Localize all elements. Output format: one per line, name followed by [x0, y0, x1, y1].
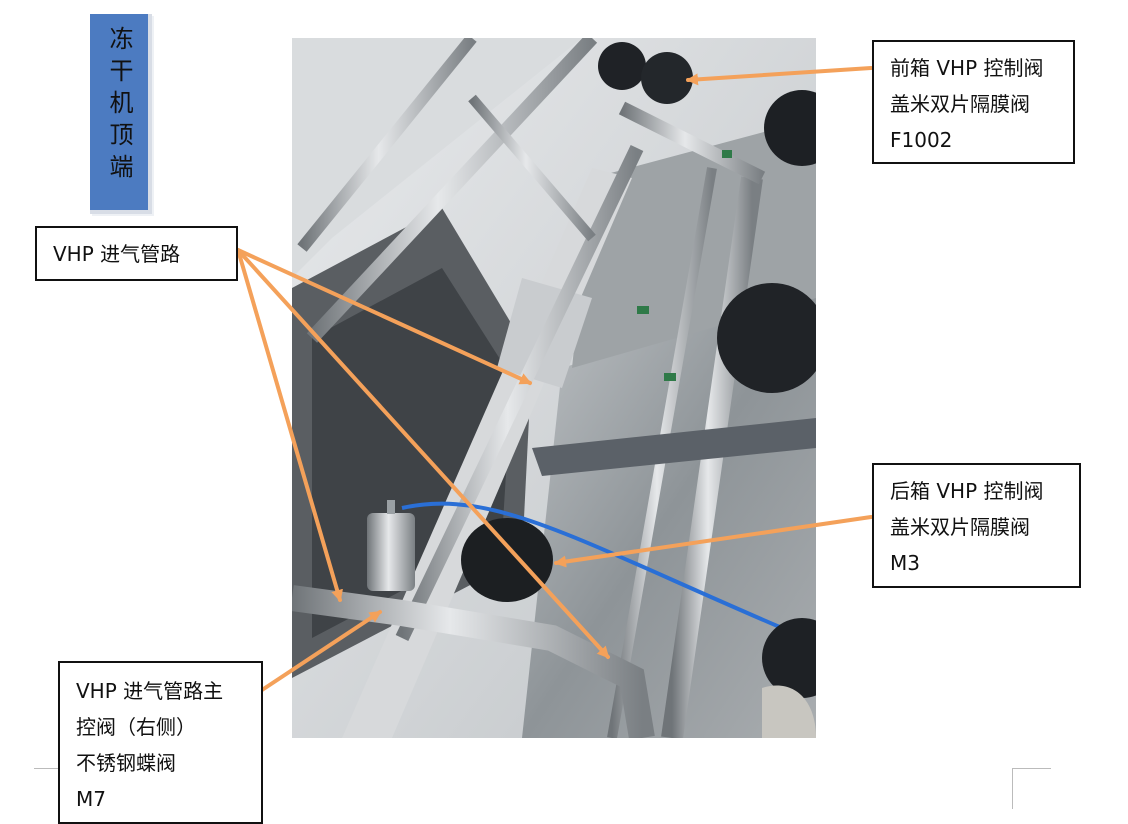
- page-corner-mark-right: [1012, 768, 1051, 809]
- callout-vhp-line-text: VHP 进气管路: [53, 242, 181, 266]
- title-label: 冻干机顶端: [90, 14, 152, 214]
- callout-rear-valve-line-1: 后箱 VHP 控制阀: [890, 479, 1044, 503]
- callout-main-valve-line-1: VHP 进气管路主: [76, 679, 224, 703]
- equipment-photo: [292, 38, 816, 738]
- page-corner-mark-left: [34, 768, 58, 807]
- callout-front-valve-line-3: F1002: [890, 128, 953, 152]
- callout-rear-valve-line-3: M3: [890, 551, 920, 575]
- callout-main-valve-line-3: 不锈钢蝶阀: [76, 751, 176, 775]
- callout-vhp-line: VHP 进气管路: [35, 226, 238, 281]
- callout-front-valve-line-1: 前箱 VHP 控制阀: [890, 56, 1044, 80]
- callout-rear-valve: 后箱 VHP 控制阀 盖米双片隔膜阀 M3: [872, 463, 1081, 588]
- callout-front-valve: 前箱 VHP 控制阀 盖米双片隔膜阀 F1002: [872, 40, 1075, 164]
- callout-rear-valve-line-2: 盖米双片隔膜阀: [890, 515, 1030, 539]
- callout-main-valve-line-2: 控阀（右侧）: [76, 715, 196, 739]
- callout-front-valve-line-2: 盖米双片隔膜阀: [890, 92, 1030, 116]
- callout-main-valve: VHP 进气管路主 控阀（右侧） 不锈钢蝶阀 M7: [58, 661, 263, 824]
- equipment-photo-illustration: [292, 38, 816, 738]
- callout-main-valve-line-4: M7: [76, 787, 106, 811]
- title-text: 冻干机顶端: [105, 26, 133, 186]
